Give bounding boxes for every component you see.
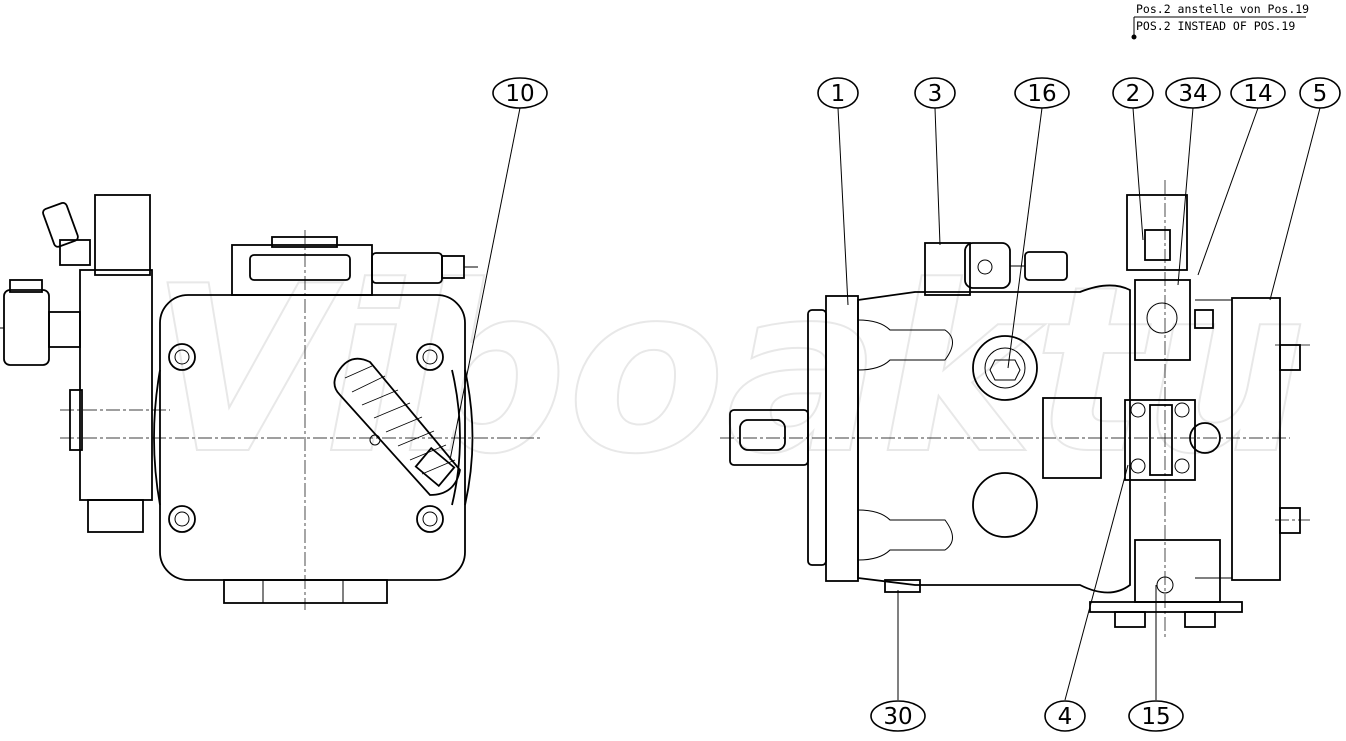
note-line-en: POS.2 INSTEAD OF POS.19: [1136, 19, 1295, 33]
revision-note: Pos.2 anstelle von Pos.19 POS.2 INSTEAD …: [1131, 2, 1309, 40]
callout-34: 34: [1165, 77, 1221, 109]
top-solenoid: [924, 242, 971, 296]
svg-text:10: 10: [505, 81, 534, 107]
control-valve: [1126, 194, 1188, 271]
port-top: [972, 335, 1038, 401]
note-anchor-dot: [1131, 34, 1137, 40]
svg-text:30: 30: [883, 704, 912, 730]
left-view-pump: [0, 194, 540, 610]
main-housing: [857, 284, 1131, 594]
callout-4: 4: [1044, 700, 1086, 732]
left-bolts: [168, 343, 444, 533]
callout-5: 5: [1299, 77, 1341, 109]
svg-text:15: 15: [1141, 704, 1170, 730]
left-foot: [223, 579, 388, 604]
callout-16: 16: [1014, 77, 1070, 109]
callout-2: 2: [1112, 77, 1154, 109]
callout-14: 14: [1230, 77, 1286, 109]
base-plate: [1089, 601, 1243, 613]
callout-10: 10: [492, 77, 548, 109]
svg-text:34: 34: [1178, 81, 1207, 107]
drain-plug: [884, 579, 921, 593]
drive-shaft: [729, 409, 809, 466]
svg-text:1: 1: [831, 81, 846, 107]
port-bottom: [972, 472, 1038, 538]
left-valve-block: [79, 269, 153, 501]
valve-plate: [1124, 399, 1196, 481]
watermark: Viboaktu: [150, 238, 1307, 505]
callout-1: 1: [817, 77, 859, 109]
leader-lines: [449, 107, 1321, 701]
valve-body: [1134, 279, 1191, 361]
right-view-pump: [720, 180, 1310, 640]
svg-text:4: 4: [1058, 704, 1073, 730]
svg-text:2: 2: [1126, 81, 1141, 107]
svg-text:3: 3: [928, 81, 943, 107]
left-swivel-lever: [333, 357, 461, 496]
svg-text:14: 14: [1243, 81, 1272, 107]
callout-15: 15: [1128, 700, 1184, 732]
left-valve-stack: [0, 194, 153, 533]
callout-3: 3: [914, 77, 956, 109]
callout-30: 30: [870, 700, 926, 732]
note-line-de: Pos.2 anstelle von Pos.19: [1136, 2, 1309, 16]
svg-text:5: 5: [1313, 81, 1328, 107]
svg-text:16: 16: [1027, 81, 1056, 107]
